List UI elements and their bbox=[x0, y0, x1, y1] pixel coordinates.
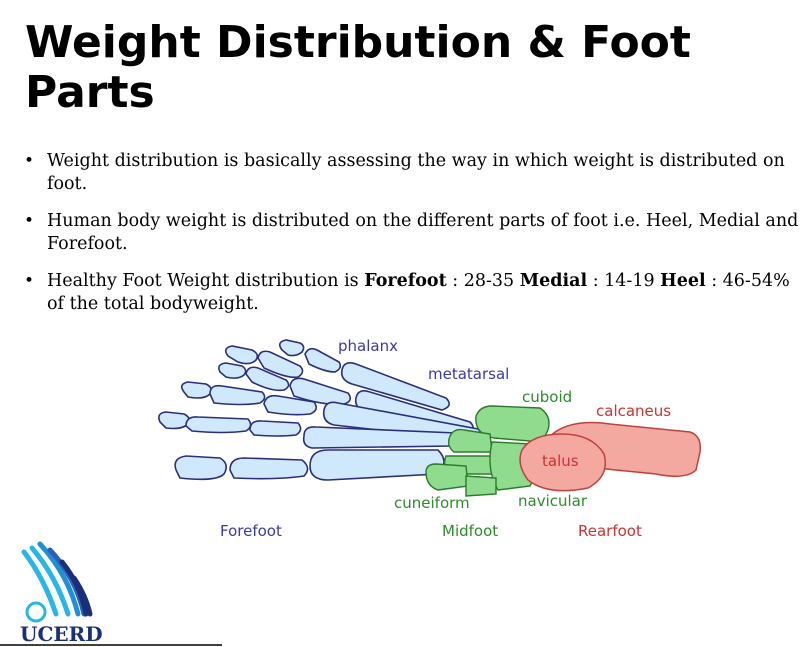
bullet-dot-icon: • bbox=[24, 151, 35, 171]
bullet-item: • Healthy Foot Weight distribution is Fo… bbox=[20, 270, 802, 316]
bullet-item: • Human body weight is distributed on th… bbox=[20, 210, 802, 256]
bullet-dot-icon: • bbox=[24, 271, 35, 291]
bullet-text: Human body weight is distributed on the … bbox=[47, 211, 799, 254]
label-talus: talus bbox=[542, 452, 579, 470]
label-midfoot: Midfoot bbox=[442, 522, 498, 540]
forefoot-emphasis: Forefoot bbox=[364, 271, 447, 291]
label-cuneiform: cuneiform bbox=[394, 494, 470, 512]
label-metatarsal: metatarsal bbox=[428, 365, 509, 383]
logo-text: UCERD bbox=[20, 622, 103, 646]
label-phalanx: phalanx bbox=[338, 337, 398, 355]
forefoot-bones bbox=[158, 339, 482, 481]
ucerd-logo: UCERD bbox=[0, 541, 222, 646]
bone-labels: phalanx metatarsal cuboid calcaneus talu… bbox=[220, 337, 671, 540]
label-navicular: navicular bbox=[518, 492, 588, 510]
bullet-dot-icon: • bbox=[24, 211, 35, 231]
label-cuboid: cuboid bbox=[522, 388, 572, 406]
label-rearfoot: Rearfoot bbox=[578, 522, 642, 540]
label-forefoot: Forefoot bbox=[220, 522, 282, 540]
bullet-list: • Weight distribution is basically asses… bbox=[20, 150, 802, 330]
bullet-text: Healthy Foot Weight distribution is Fore… bbox=[47, 271, 790, 314]
slide-title: Weight Distribution & Foot Parts bbox=[25, 17, 691, 118]
bullet-item: • Weight distribution is basically asses… bbox=[20, 150, 802, 196]
rearfoot-bones bbox=[519, 421, 702, 492]
foot-bones-diagram: phalanx metatarsal cuboid calcaneus talu… bbox=[158, 337, 702, 540]
label-calcaneus: calcaneus bbox=[596, 402, 671, 420]
medial-emphasis: Medial bbox=[519, 271, 588, 291]
heel-emphasis: Heel bbox=[660, 271, 706, 291]
bullet-text: Weight distribution is basically assessi… bbox=[47, 151, 785, 194]
